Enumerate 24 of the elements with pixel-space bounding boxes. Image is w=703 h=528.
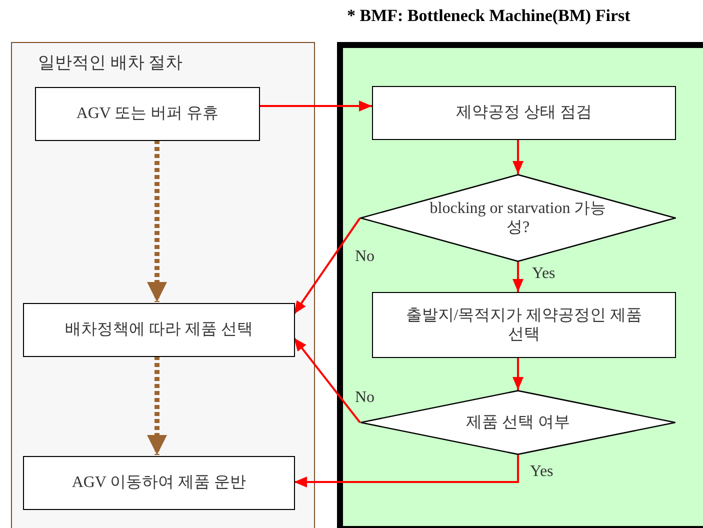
panel-heading: 일반적인 배차 절차 bbox=[38, 52, 182, 74]
process-text: AGV 또는 버퍼 유휴 bbox=[76, 104, 219, 124]
process-box bbox=[23, 456, 295, 510]
panel-title: * BMF: Bottleneck Machine(BM) First bbox=[347, 6, 630, 26]
process-text: 배차정책에 따라 제품 선택 bbox=[65, 320, 253, 340]
arrow bbox=[147, 356, 167, 455]
decision-text: 제품 선택 여부 bbox=[466, 412, 570, 432]
process-box bbox=[23, 303, 295, 357]
process-box bbox=[372, 292, 676, 358]
decision-text: blocking or starvation 가능성? bbox=[428, 198, 608, 238]
process-text: 출발지/목적지가 제약공정인 제품 선택 bbox=[404, 306, 644, 344]
arrow bbox=[294, 455, 519, 488]
process-box bbox=[35, 87, 260, 141]
process-box bbox=[372, 86, 676, 140]
arrow bbox=[512, 140, 524, 174]
arrow bbox=[293, 337, 361, 424]
panel-background bbox=[11, 42, 315, 528]
arrow bbox=[293, 217, 361, 315]
arrow bbox=[512, 358, 524, 390]
arrow bbox=[512, 262, 524, 292]
arrow bbox=[147, 140, 167, 302]
arrow bbox=[259, 100, 372, 112]
process-text: 제약공정 상태 점검 bbox=[456, 103, 592, 123]
process-text: AGV 이동하여 제품 운반 bbox=[72, 473, 246, 493]
